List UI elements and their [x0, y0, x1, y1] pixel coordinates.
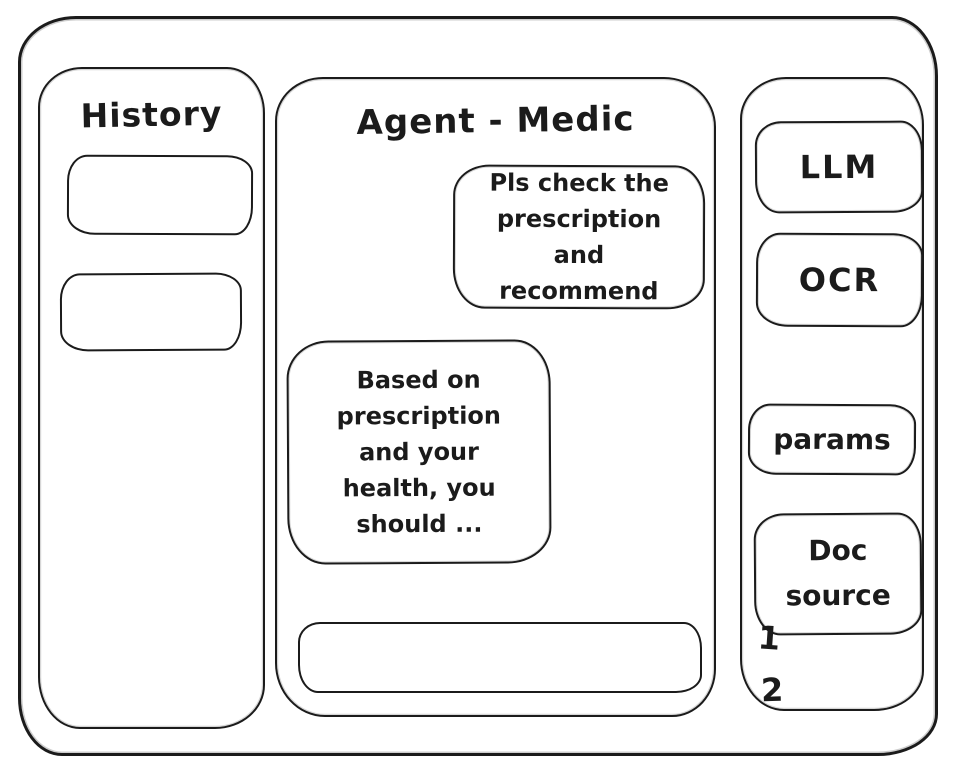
doc-source-item-2[interactable]: 2	[760, 670, 784, 710]
user-message-bubble: Pls check the prescription and recommend	[452, 164, 706, 310]
history-sidebar: History	[38, 67, 265, 729]
assistant-message-bubble: Based on prescription and your health, y…	[286, 339, 552, 565]
assistant-message-text: Based on prescription and your health, y…	[336, 365, 502, 539]
user-message-text: Pls check the prescription and recommend	[489, 168, 669, 306]
params-button[interactable]: params	[747, 403, 917, 476]
chat-title: Agent - Medic	[356, 99, 635, 143]
doc-source-button[interactable]: Doc source	[753, 512, 923, 636]
chat-panel: Agent - Medic Pls check the prescription…	[275, 77, 716, 717]
tools-sidebar: LLM OCR params Doc source 1 2	[740, 77, 924, 711]
history-item[interactable]	[59, 272, 243, 352]
history-item[interactable]	[66, 154, 254, 236]
llm-button[interactable]: LLM	[754, 120, 924, 214]
doc-source-item-1[interactable]: 1	[756, 618, 782, 658]
message-input[interactable]	[298, 622, 702, 693]
window-frame: History Agent - Medic Pls check the pres…	[18, 16, 938, 756]
history-title: History	[80, 93, 223, 136]
ocr-button[interactable]: OCR	[755, 232, 924, 328]
